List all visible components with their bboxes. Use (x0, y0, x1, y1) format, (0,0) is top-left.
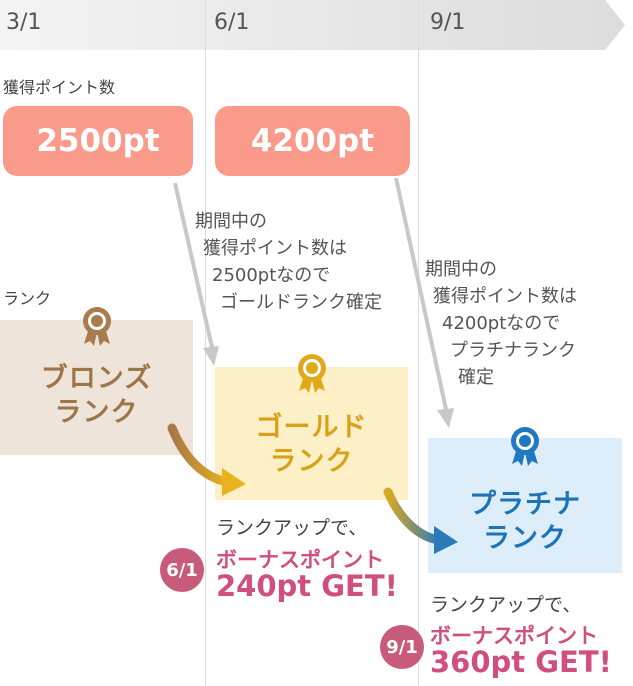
note-line: ゴールドランク確定 (220, 292, 382, 313)
date-label: 6/1 (214, 10, 250, 35)
rank-caption: ランク (3, 289, 52, 308)
gold-note: 期間中の 獲得ポイント数は 2500ptなので ゴールドランク確定 (195, 208, 420, 316)
bonus-amount: 240pt GET! (216, 569, 398, 603)
date-badge-text: 6/1 (166, 559, 198, 581)
bonus-title: ボーナスポイント (216, 548, 384, 572)
rank-name: ブロンズ (40, 363, 153, 394)
bonus-title: ボーナスポイント (430, 624, 598, 648)
note-line: 確定 (458, 367, 494, 388)
platinum-note: 期間中の 獲得ポイント数は 4200ptなので プラチナランク 確定 (425, 256, 630, 391)
rank-name: プラチナ (469, 489, 581, 520)
date-label: 3/1 (6, 10, 42, 35)
platinum-rank-box: プラチナ ランク (428, 427, 622, 573)
points-box: 4200pt (215, 106, 410, 176)
rank-name: ゴールド (255, 412, 368, 443)
divider-line (418, 0, 419, 686)
award-ribbon-icon (298, 354, 326, 393)
note-line: プラチナランク (450, 340, 576, 361)
gold-rank-box: ゴールド ランク (215, 354, 408, 500)
date-badge: 6/1 (160, 548, 204, 592)
points-box: 2500pt (3, 106, 193, 176)
award-ribbon-icon (83, 307, 111, 346)
points-value: 4200pt (250, 123, 375, 159)
note-line: 期間中の (195, 211, 267, 232)
date-badge: 9/1 (380, 625, 424, 669)
timeline-band (0, 0, 625, 50)
note-line: 獲得ポイント数は (203, 238, 347, 259)
bronze-rank-box: ブロンズ ランク (0, 307, 193, 455)
rank-suffix: ランク (54, 397, 139, 428)
rank-suffix: ランク (483, 523, 567, 554)
note-line: 2500ptなので (212, 265, 331, 286)
award-ribbon-icon (511, 427, 539, 466)
date-label: 9/1 (430, 10, 466, 35)
date-badge-text: 9/1 (386, 636, 418, 658)
note-line: 4200ptなので (442, 313, 561, 334)
note-line: 獲得ポイント数は (433, 286, 577, 307)
rankup-text: ランクアップで、 (216, 517, 368, 539)
rankup-text: ランクアップで、 (430, 594, 582, 616)
bonus-amount: 360pt GET! (430, 645, 612, 679)
rank-suffix: ランク (269, 446, 354, 477)
note-line: 期間中の (425, 259, 497, 280)
divider-line (205, 0, 206, 686)
points-caption: 獲得ポイント数 (3, 78, 116, 97)
points-value: 2500pt (36, 123, 160, 159)
